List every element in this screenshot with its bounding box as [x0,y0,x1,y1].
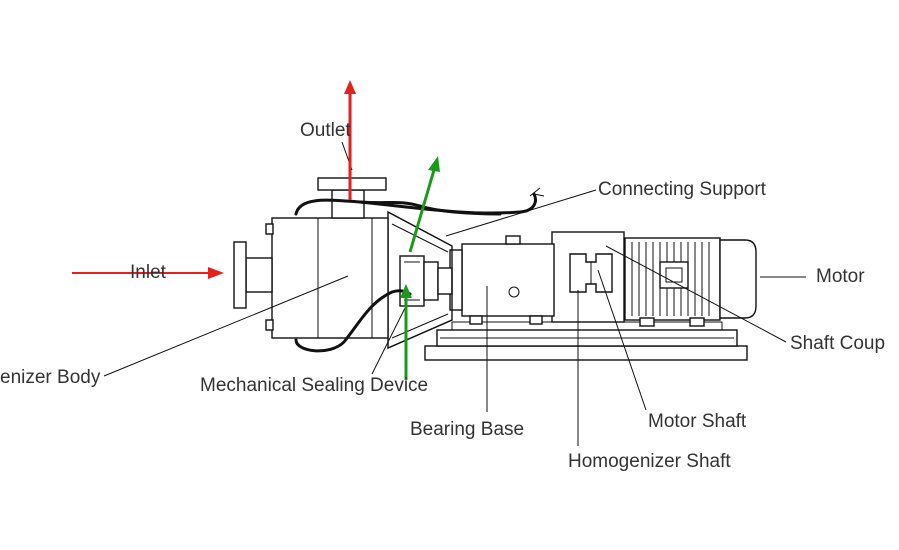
label-connecting-support: Connecting Support [598,179,766,200]
label-motor: Motor [816,266,865,287]
motor-unit [611,237,757,327]
label-outlet: Outlet [300,120,351,141]
bearing-base-block [449,235,555,325]
circulation-out-arrow [428,156,440,172]
base-plate [424,321,748,361]
label-homogenizer-body: enizer Body [0,367,101,388]
outlet-nozzle [331,189,365,219]
bearing-oil-plug [508,286,520,298]
label-shaft-coupling: Shaft Coup [790,333,886,354]
inlet-nozzle [245,257,273,293]
circulation-in-arrow [400,284,412,298]
coupling-housing [551,231,625,323]
inlet-flow-arrow [208,267,224,279]
outlet-flange [317,177,387,191]
motor-fan-cover [719,239,757,319]
inlet-flange [233,241,247,309]
label-bearing-base: Bearing Base [410,419,525,440]
label-homogenizer-shaft: Homogenizer Shaft [568,451,731,472]
motor-terminal-box [659,261,689,289]
homogenizer-body-housing [233,177,389,339]
label-mechanical-sealing-device: Mechanical Sealing Device [200,375,429,396]
label-inlet: Inlet [130,262,166,283]
connecting-support-frame [387,210,453,350]
outlet-flow-arrow [344,80,356,94]
flow-arrows [72,80,440,380]
leader-lines [103,141,806,446]
cooling-hoses [294,187,545,353]
label-motor-shaft: Motor Shaft [648,411,747,432]
